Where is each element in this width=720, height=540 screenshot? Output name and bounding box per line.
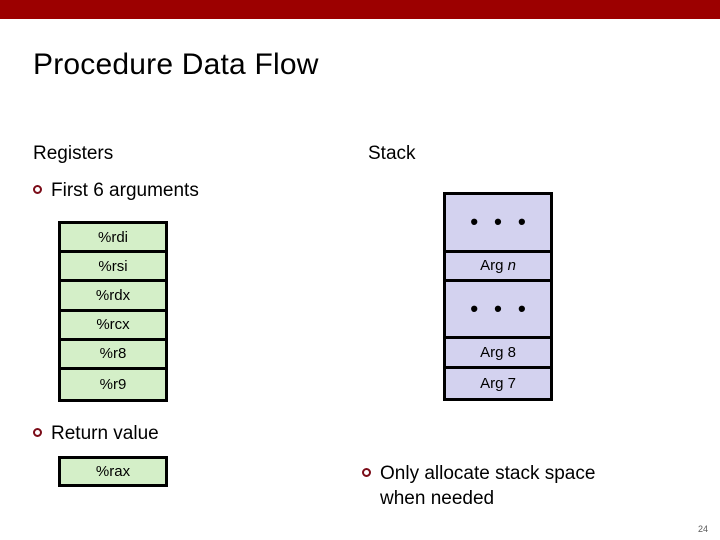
register-cell: %rdx [61, 282, 165, 312]
argument-register-table: %rdi %rsi %rdx %rcx %r8 %r9 [58, 221, 168, 402]
stack-heading: Stack [368, 143, 416, 164]
stack-cell-ellipsis: • • • [446, 281, 550, 340]
bullet-return-value-label: Return value [51, 423, 159, 444]
stack-cell-arg-n-label: Arg [480, 257, 504, 275]
stack-table: • • • Arg n • • • Arg 8 Arg 7 [443, 192, 553, 401]
page-number: 24 [697, 524, 708, 534]
register-cell: %r9 [61, 369, 165, 400]
bullet-stack-space-note-label: Only allocate stack space when needed [380, 463, 596, 509]
register-cell: %rdi [61, 224, 165, 254]
bullet-circle-icon [362, 468, 371, 477]
stack-cell-ellipsis: • • • [446, 195, 550, 253]
bullet-circle-icon [33, 185, 42, 194]
page-title: Procedure Data Flow [33, 48, 319, 81]
bullet-circle-icon [33, 428, 42, 437]
register-cell: %r8 [61, 340, 165, 370]
stack-cell-arg-7: Arg 7 [446, 368, 550, 399]
stack-cell-arg-n-index: n [507, 257, 516, 275]
bullet-return-value: Return value [33, 421, 159, 446]
register-cell: %rax [61, 459, 165, 484]
stack-cell-arg-n: Arg n [446, 252, 550, 282]
registers-heading: Registers [33, 143, 114, 164]
register-cell: %rsi [61, 253, 165, 283]
bullet-first-6-arguments: First 6 arguments [33, 178, 199, 203]
return-register-box: %rax [58, 456, 168, 487]
header-band [0, 0, 720, 19]
register-cell: %rcx [61, 311, 165, 341]
bullet-stack-space-note: Only allocate stack space when needed [362, 461, 595, 511]
bullet-first-6-arguments-label: First 6 arguments [51, 180, 199, 201]
stack-cell-arg-8: Arg 8 [446, 339, 550, 369]
